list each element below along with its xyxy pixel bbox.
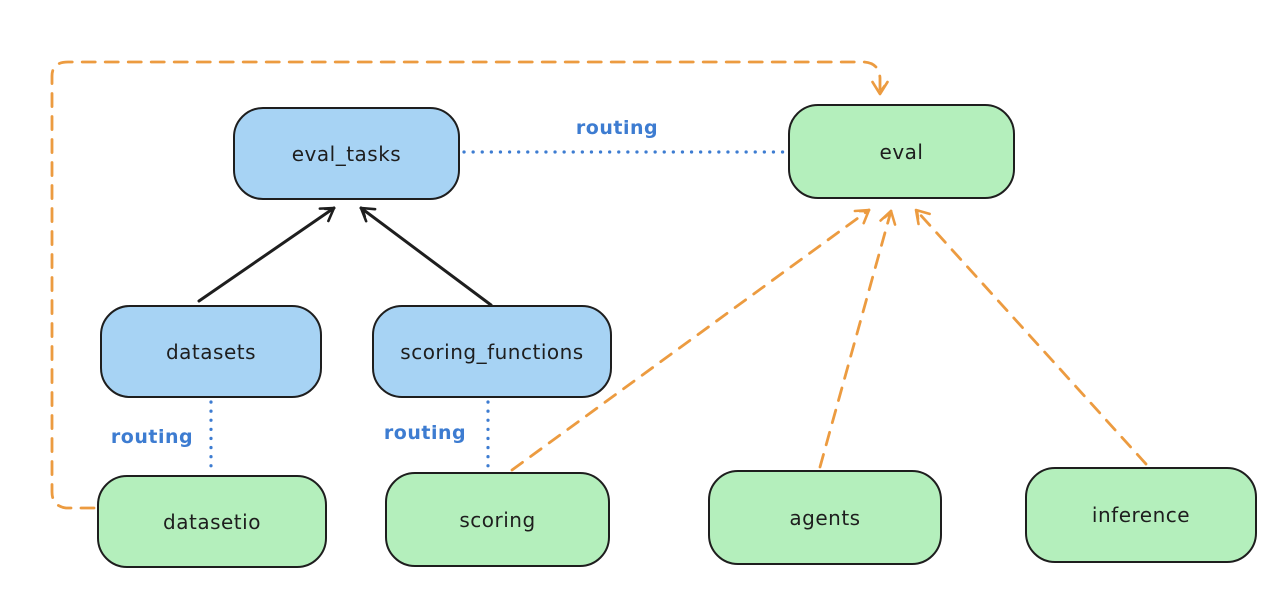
- node-datasets: datasets: [100, 305, 322, 398]
- node-scoring-label: scoring: [459, 507, 536, 532]
- edge-datasetio-to-eval: [50, 60, 889, 510]
- node-eval_tasks: eval_tasks: [233, 107, 460, 200]
- node-datasets-label: datasets: [165, 339, 257, 364]
- edge-datasets-to-eval_tasks: [197, 206, 336, 303]
- node-datasetio: datasetio: [97, 475, 327, 568]
- node-scoring_functions-label: scoring_functions: [400, 339, 584, 364]
- edge-label-routing-eval_tasks-eval: routing: [575, 117, 659, 139]
- edge-label-routing-datasets-datasetio: routing: [110, 426, 194, 448]
- node-inference-label: inference: [1091, 503, 1191, 527]
- edge-scoring-to-eval: [510, 208, 871, 472]
- edge-agents-to-eval: [818, 209, 897, 469]
- node-eval_tasks-label: eval_tasks: [291, 141, 402, 166]
- edge-label-routing-scoring_functions-scoring: routing: [383, 422, 467, 444]
- node-eval-label: eval: [879, 139, 924, 164]
- node-inference: inference: [1025, 467, 1257, 563]
- node-eval: eval: [788, 104, 1015, 199]
- edge-scoring_functions-to-eval_tasks: [359, 206, 493, 307]
- node-agents: agents: [708, 470, 942, 565]
- node-datasetio-label: datasetio: [163, 509, 261, 534]
- node-scoring_functions: scoring_functions: [372, 305, 612, 398]
- edge-inference-to-eval: [914, 208, 1148, 466]
- node-scoring: scoring: [385, 472, 610, 567]
- node-agents-label: agents: [789, 505, 861, 530]
